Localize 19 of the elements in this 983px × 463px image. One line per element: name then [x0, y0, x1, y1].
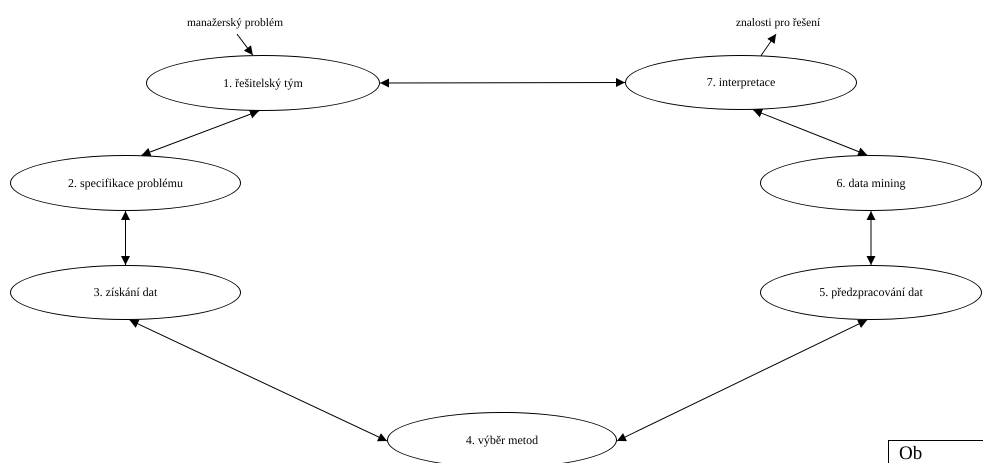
arrow [752, 108, 868, 156]
arrow [380, 78, 626, 88]
arrow [616, 319, 868, 442]
step-label: 6. data mining [836, 176, 906, 190]
flow-text: manažerský problém [186, 17, 284, 29]
arrow [121, 210, 130, 266]
flow-text: znalosti pro řešení [736, 17, 820, 29]
step-label: 2. specifikace problému [68, 176, 183, 190]
arrow [141, 110, 260, 156]
step-label: 7. interpretace [706, 75, 776, 90]
arrow [129, 319, 388, 442]
step-label: 1. řešitelský tým [223, 76, 303, 90]
arrow [866, 210, 876, 266]
step-label: 3. získání dat [94, 285, 158, 300]
arrow [760, 34, 777, 56]
step-label: 5. předzpracování dat [819, 285, 923, 300]
step-label: 4. výběr metod [466, 432, 538, 448]
arrow [236, 34, 254, 56]
caption-text: Ob [899, 443, 922, 463]
